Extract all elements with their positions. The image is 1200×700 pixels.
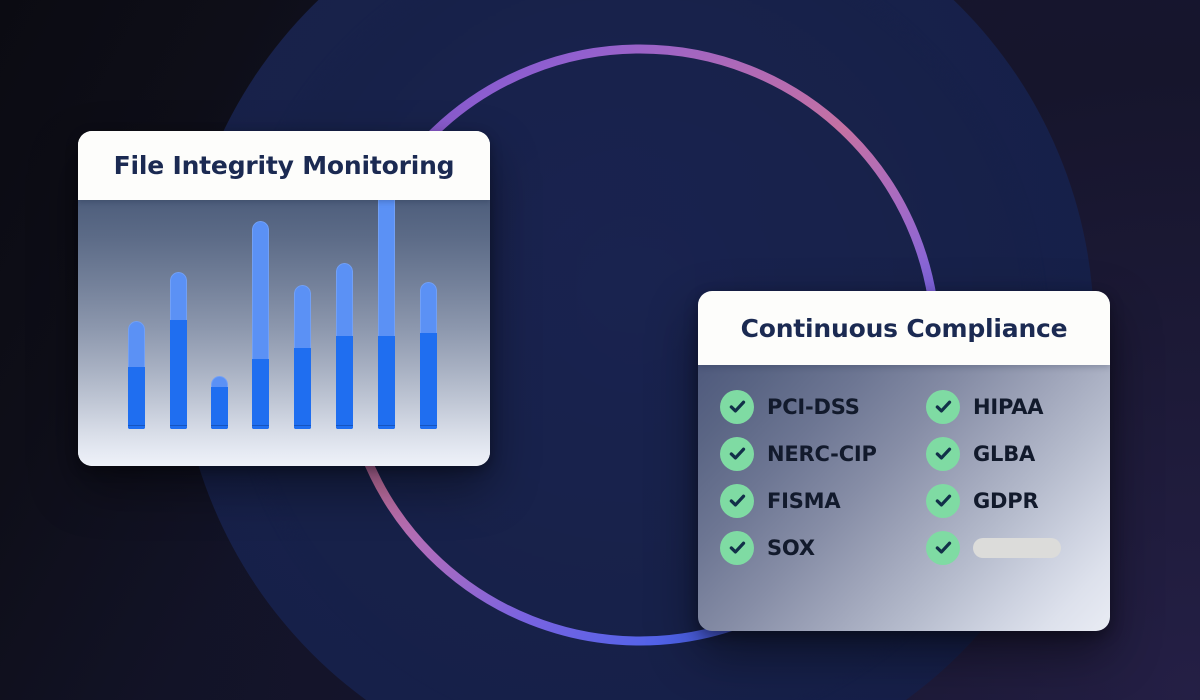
- fim-card-title: File Integrity Monitoring: [113, 151, 455, 180]
- list-item-label: PCI-DSS: [767, 394, 860, 419]
- compliance-right-column: HIPAA GLBA GDPR: [926, 383, 1061, 571]
- check-circle-icon: [926, 436, 960, 471]
- chart-bar-fill: [294, 348, 311, 429]
- list-item[interactable]: HIPAA: [926, 383, 1061, 430]
- chart-bar-fill: [170, 320, 187, 429]
- list-item-label: HIPAA: [973, 394, 1044, 419]
- check-circle-icon: [926, 389, 960, 424]
- list-item[interactable]: SOX: [720, 524, 877, 571]
- list-item-label: FISMA: [767, 488, 841, 513]
- chart-bar: [378, 185, 395, 429]
- check-circle-icon: [926, 530, 960, 565]
- chart-bar: [420, 282, 437, 429]
- chart-bar-fill: [128, 367, 145, 429]
- list-item[interactable]: FISMA: [720, 477, 877, 524]
- list-item[interactable]: GDPR: [926, 477, 1061, 524]
- check-circle-icon: [720, 530, 754, 565]
- compliance-card-header: Continuous Compliance: [698, 291, 1110, 365]
- chart-bar: [336, 263, 353, 429]
- chart-bar: [252, 221, 269, 429]
- chart-bar: [211, 376, 228, 429]
- chart-bar-fill: [252, 359, 269, 429]
- check-circle-icon: [720, 483, 754, 518]
- chart-bar: [294, 285, 311, 429]
- list-item-label: NERC-CIP: [767, 441, 877, 466]
- continuous-compliance-card: Continuous Compliance PCI-DSS NERC-CIP: [698, 291, 1110, 631]
- chart-bar-base: [128, 425, 145, 429]
- list-item[interactable]: NERC-CIP: [720, 430, 877, 477]
- fim-bar-chart: [78, 185, 490, 466]
- chart-bar: [170, 272, 187, 429]
- chart-bar-fill: [336, 336, 353, 429]
- chart-bar-base: [336, 425, 353, 429]
- chart-bar: [128, 321, 145, 429]
- fim-card-header: File Integrity Monitoring: [78, 131, 490, 200]
- chart-bar-base: [170, 425, 187, 429]
- list-item-label: GLBA: [973, 441, 1036, 466]
- chart-bar-base: [252, 425, 269, 429]
- placeholder-bar: [973, 537, 1061, 558]
- list-item-label: SOX: [767, 535, 815, 560]
- list-item-label: GDPR: [973, 488, 1039, 513]
- compliance-card-title: Continuous Compliance: [740, 313, 1068, 343]
- chart-bar-base: [211, 425, 228, 429]
- check-circle-icon: [926, 483, 960, 518]
- check-circle-icon: [720, 389, 754, 424]
- chart-bar-base: [378, 425, 395, 429]
- check-circle-icon: [720, 436, 754, 471]
- compliance-list-body: PCI-DSS NERC-CIP FISMA: [698, 365, 1110, 631]
- chart-bar-base: [294, 425, 311, 429]
- list-item[interactable]: GLBA: [926, 430, 1061, 477]
- compliance-left-column: PCI-DSS NERC-CIP FISMA: [720, 383, 877, 571]
- list-item[interactable]: PCI-DSS: [720, 383, 877, 430]
- chart-bar-fill: [420, 333, 437, 429]
- file-integrity-monitoring-card: File Integrity Monitoring: [78, 131, 490, 466]
- chart-bar-fill: [211, 387, 228, 429]
- chart-bar-base: [420, 425, 437, 429]
- list-item-placeholder[interactable]: [926, 524, 1061, 571]
- chart-bar-fill: [378, 336, 395, 429]
